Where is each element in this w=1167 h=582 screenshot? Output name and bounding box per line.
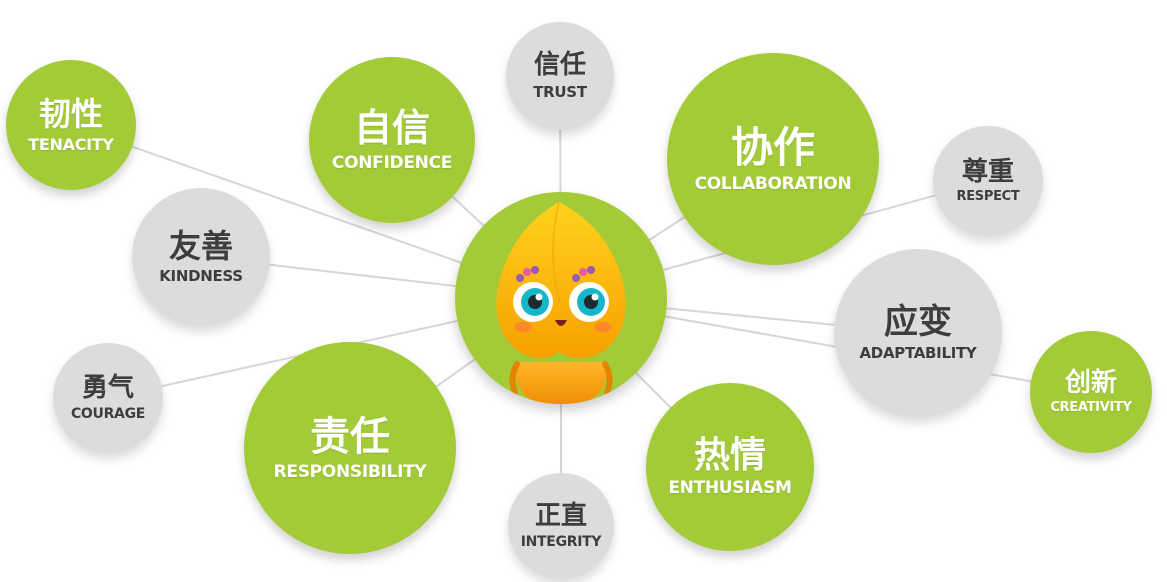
- node-trust: 信任 TRUST: [506, 22, 614, 130]
- node-respect-zh: 尊重: [961, 156, 1014, 187]
- node-trust-zh: 信任: [533, 50, 586, 81]
- node-integrity-zh: 正直: [534, 501, 587, 531]
- node-kindness-zh: 友善: [168, 227, 233, 266]
- node-integrity: 正直 INTEGRITY: [508, 473, 614, 579]
- node-adaptability: 应变 ADAPTABILITY: [834, 249, 1002, 417]
- node-collaboration: 协作 COLLABORATION: [667, 53, 879, 265]
- node-confidence-en: CONFIDENCE: [331, 152, 453, 173]
- center-mascot-node: [455, 192, 667, 404]
- node-confidence: 自信 CONFIDENCE: [309, 57, 475, 223]
- node-courage-en: COURAGE: [70, 405, 146, 422]
- peach-mascot-icon: [496, 201, 626, 404]
- node-collaboration-zh: 协作: [730, 122, 815, 172]
- node-creativity-zh: 创新: [1064, 367, 1117, 398]
- node-adaptability-zh: 应变: [884, 302, 952, 343]
- node-kindness: 友善 KINDNESS: [132, 188, 270, 326]
- node-enthusiasm-en: ENTHUSIASM: [668, 478, 792, 499]
- node-trust-en: TRUST: [533, 83, 587, 102]
- node-integrity-en: INTEGRITY: [520, 533, 602, 550]
- node-kindness-en: KINDNESS: [159, 267, 243, 286]
- node-creativity: 创新 CREATIVITY: [1030, 331, 1152, 453]
- node-enthusiasm-zh: 热情: [693, 434, 766, 476]
- node-adaptability-en: ADAPTABILITY: [859, 344, 977, 363]
- node-enthusiasm: 热情 ENTHUSIASM: [646, 383, 814, 551]
- node-creativity-en: CREATIVITY: [1050, 400, 1132, 416]
- node-confidence-zh: 自信: [353, 105, 430, 150]
- node-courage-zh: 勇气: [81, 373, 134, 403]
- node-responsibility-en: RESPONSIBILITY: [273, 461, 427, 482]
- node-tenacity-en: TENACITY: [28, 134, 114, 154]
- node-respect: 尊重 RESPECT: [933, 126, 1043, 236]
- node-responsibility-zh: 责任: [310, 413, 390, 460]
- node-tenacity-zh: 韧性: [38, 94, 103, 133]
- node-courage: 勇气 COURAGE: [53, 343, 163, 453]
- node-collaboration-en: COLLABORATION: [694, 173, 852, 194]
- node-respect-en: RESPECT: [956, 189, 1020, 205]
- node-tenacity: 韧性 TENACITY: [6, 60, 136, 190]
- node-responsibility: 责任 RESPONSIBILITY: [244, 342, 456, 554]
